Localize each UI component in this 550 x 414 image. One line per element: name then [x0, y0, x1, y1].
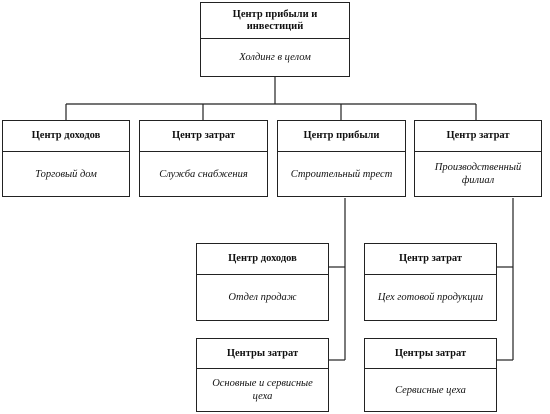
node-unit: Служба снабжения: [159, 168, 248, 180]
node-unit: Производственный филиал: [434, 162, 522, 186]
node-title: Центр прибыли: [278, 121, 405, 152]
node-trade-house: Центр доходов Торговый дом: [2, 120, 130, 197]
node-title: Центры затрат: [197, 339, 328, 369]
node-title: Центр затрат: [140, 121, 267, 152]
node-unit: Холдинг в целом: [239, 52, 311, 63]
node-unit: Цех готовой продукции: [377, 292, 484, 303]
node-unit: Торговый дом: [35, 168, 97, 180]
node-title: Центр прибыли и инвестиций: [201, 3, 349, 39]
node-finished-goods-shop: Центр затрат Цех готовой продукции: [364, 243, 497, 321]
node-unit: Отдел продаж: [228, 292, 297, 303]
node-title: Центры затрат: [365, 339, 496, 369]
node-unit: Основные и сервисные цеха: [212, 378, 313, 402]
node-unit: Сервисные цеха: [395, 384, 466, 396]
node-title: Центр затрат: [365, 244, 496, 275]
node-supply-service: Центр затрат Служба снабжения: [139, 120, 268, 197]
node-main-service-shops: Центры затрат Основные и сервисные цеха: [196, 338, 329, 412]
node-production-branch: Центр затрат Производственный филиал: [414, 120, 542, 197]
node-title: Центр доходов: [3, 121, 129, 152]
node-title: Центр доходов: [197, 244, 328, 275]
node-title: Центр затрат: [415, 121, 541, 152]
node-sales-dept: Центр доходов Отдел продаж: [196, 243, 329, 321]
node-unit: Строительный трест: [290, 168, 393, 180]
node-construction-trust: Центр прибыли Строительный трест: [277, 120, 406, 197]
node-holding-root: Центр прибыли и инвестиций Холдинг в цел…: [200, 2, 350, 77]
node-service-shops: Центры затрат Сервисные цеха: [364, 338, 497, 412]
